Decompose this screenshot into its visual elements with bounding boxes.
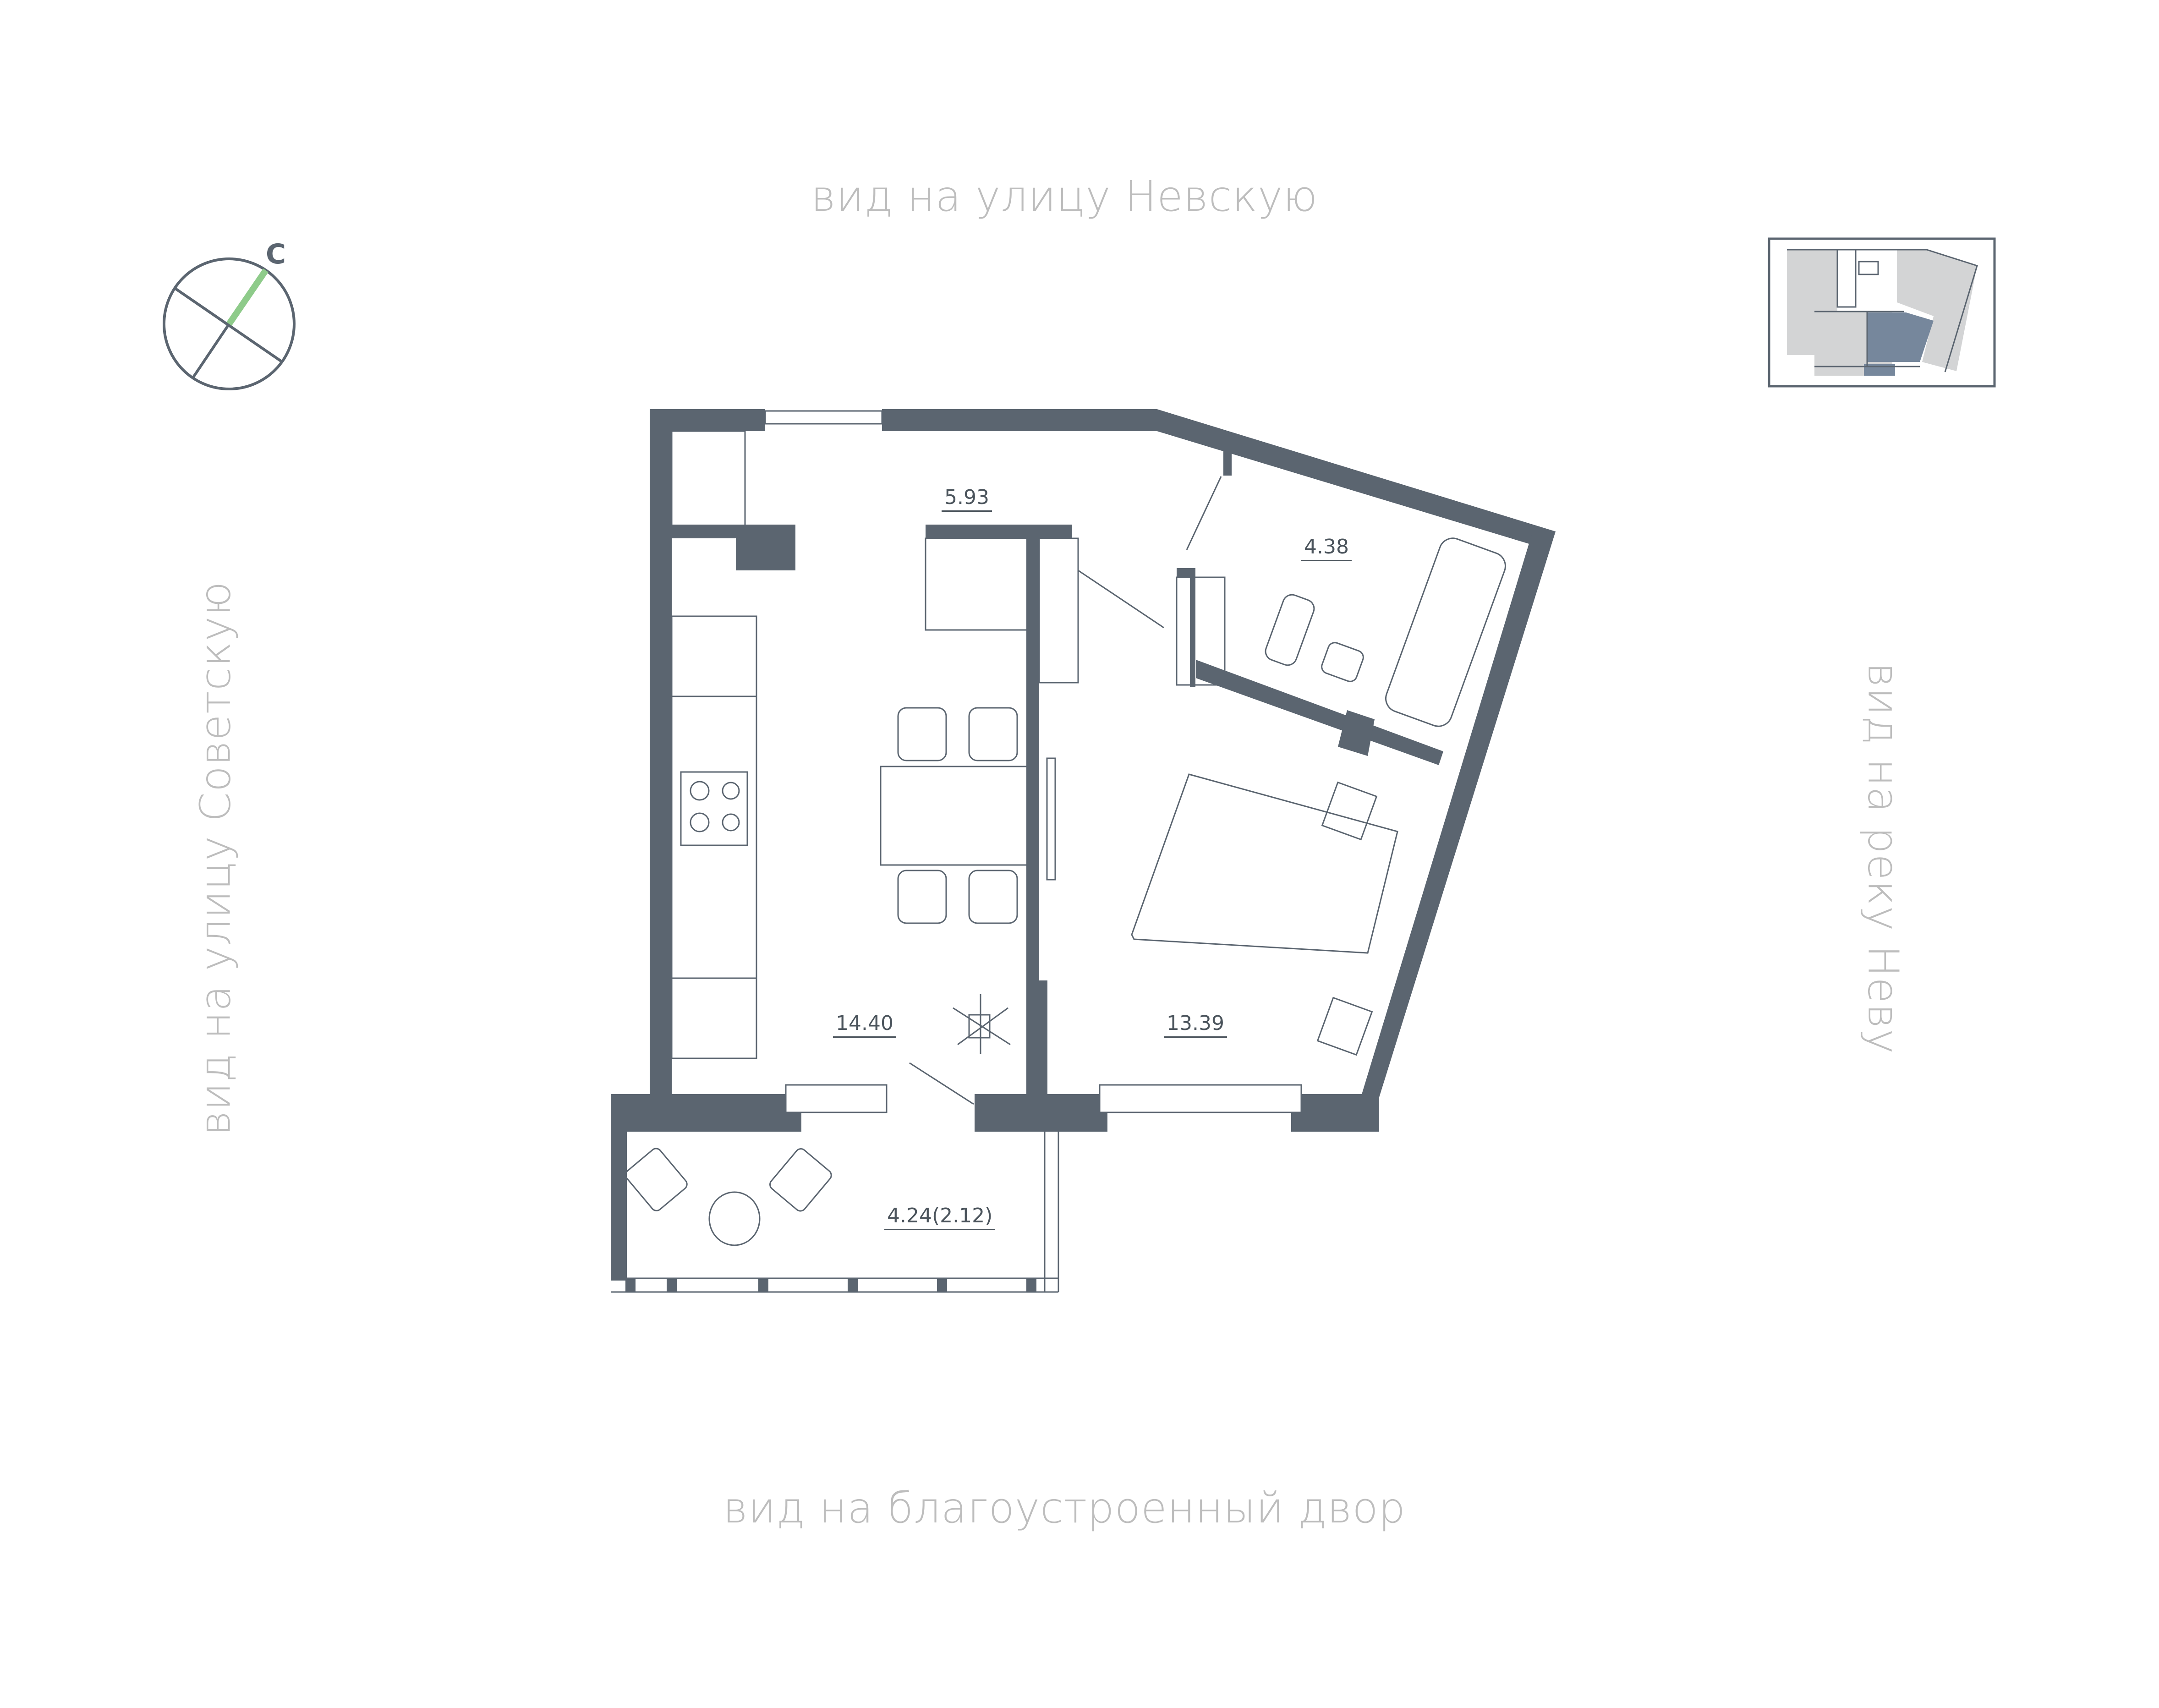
walls bbox=[611, 409, 1556, 1281]
room-area-bedroom: 13.39 bbox=[1164, 1012, 1227, 1038]
room-area-kitchen-living: 14.40 bbox=[833, 1012, 896, 1038]
plant-icon bbox=[953, 994, 1011, 1054]
view-label-bottom: вид на благоустроенный двор bbox=[723, 1484, 1406, 1533]
room-area-balcony: 4.24(2.12) bbox=[884, 1204, 996, 1231]
compass-icon bbox=[163, 257, 296, 390]
windows bbox=[764, 410, 1302, 1113]
compass-north-letter: С bbox=[266, 238, 286, 270]
room-area-bathroom: 4.38 bbox=[1301, 536, 1352, 562]
furniture bbox=[611, 430, 1506, 1293]
key-plan-minimap bbox=[1768, 237, 1996, 388]
balcony-posts bbox=[625, 1279, 1036, 1292]
view-label-top: вид на улицу Невскую bbox=[811, 172, 1318, 221]
room-area-hallway: 5.93 bbox=[942, 486, 992, 512]
